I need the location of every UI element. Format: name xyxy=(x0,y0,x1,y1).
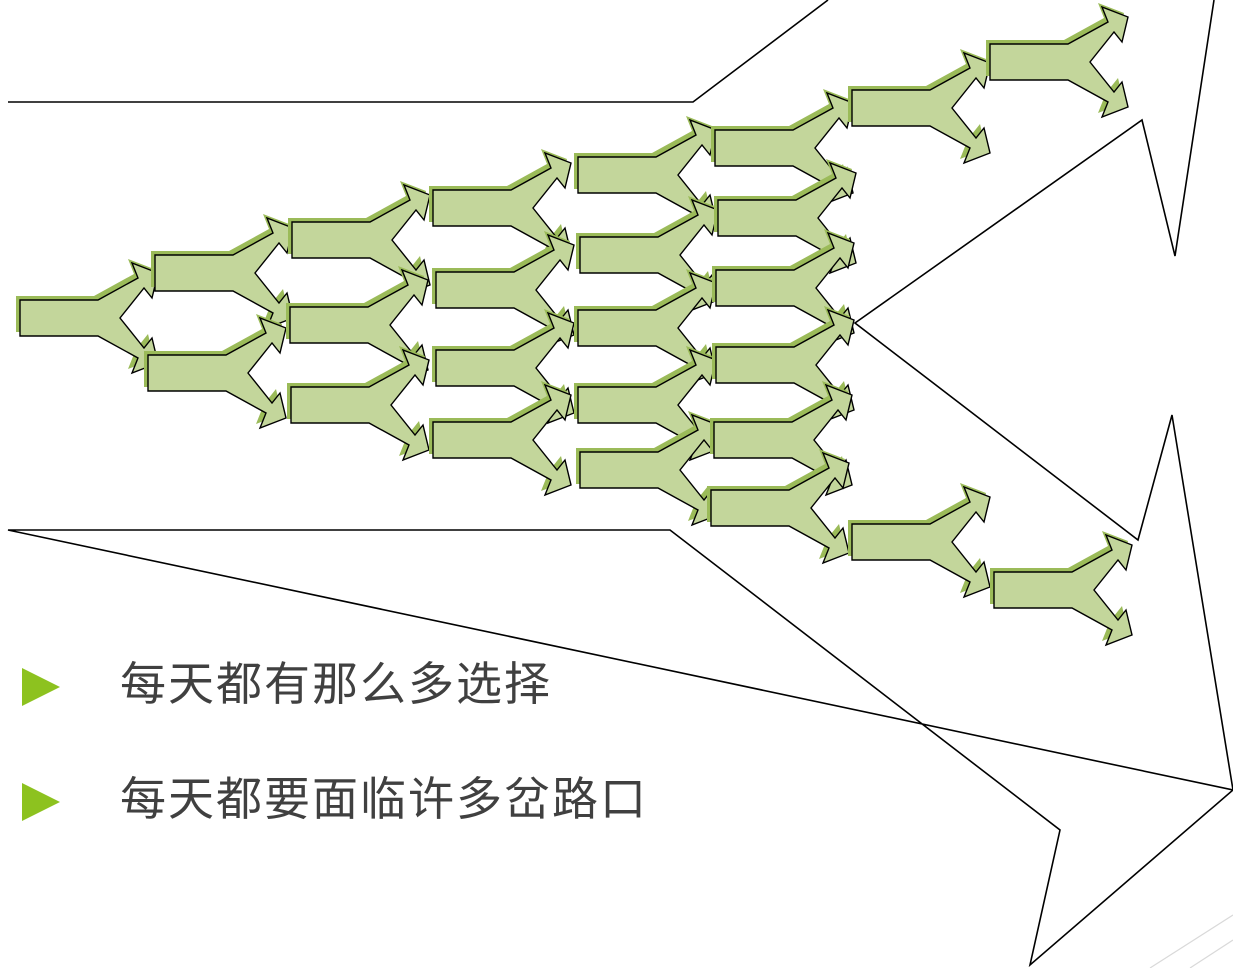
fork-arrow-icon xyxy=(711,89,854,205)
triangle-right-icon xyxy=(22,783,60,821)
fork-arrow-body xyxy=(993,533,1133,647)
fork-arrow-body xyxy=(289,268,429,382)
fork-arrow-body xyxy=(579,413,719,527)
fork-arrow-icon xyxy=(574,346,717,462)
bullet-text: 每天都要面临许多岔路口 xyxy=(120,772,648,826)
fork-arrow-body xyxy=(291,183,431,297)
fork-arrow-body xyxy=(715,231,855,345)
fork-arrow-icon xyxy=(576,196,719,312)
fork-arrow-body xyxy=(290,348,430,462)
fork-arrow-icon xyxy=(287,346,430,462)
fork-arrow-icon xyxy=(429,381,572,497)
fork-arrow-body xyxy=(579,198,719,312)
triangle-right-icon xyxy=(22,668,60,706)
fork-arrow-body xyxy=(19,261,159,375)
fork-arrow-body xyxy=(714,91,854,205)
fork-arrow-body xyxy=(577,118,717,232)
fork-arrow-icon xyxy=(848,483,991,599)
fork-arrow-icon xyxy=(151,214,294,330)
fork-arrow-icon xyxy=(986,3,1129,119)
fork-arrow-icon xyxy=(712,229,855,345)
fork-arrow-icon xyxy=(574,269,717,385)
fork-arrow-icon xyxy=(712,306,855,422)
fork-arrow-body xyxy=(851,51,991,165)
fork-arrow-icon xyxy=(432,309,575,425)
fork-arrow-icon xyxy=(429,149,572,265)
branching-arrows xyxy=(16,3,1133,647)
outline-frame-path xyxy=(7,0,1233,968)
fork-arrow-body xyxy=(577,271,717,385)
fork-arrow-body xyxy=(577,348,717,462)
fork-arrow-icon xyxy=(286,266,429,382)
outline-frame xyxy=(7,0,1233,968)
bullet-text: 每天都有那么多选择 xyxy=(120,657,552,711)
fork-arrow-icon xyxy=(990,531,1133,647)
fork-arrow-icon xyxy=(574,116,717,232)
fork-arrow-body xyxy=(715,308,855,422)
fork-arrow-icon xyxy=(707,449,850,565)
fork-arrow-body xyxy=(851,485,991,599)
fork-arrow-body xyxy=(147,316,287,430)
fork-arrow-icon xyxy=(144,314,287,430)
corner-accent xyxy=(1149,914,1233,968)
fork-arrow-body xyxy=(435,233,575,347)
fork-arrow-body xyxy=(435,311,575,425)
corner-accent-line xyxy=(1149,914,1233,968)
fork-arrow-body xyxy=(989,5,1129,119)
fork-arrow-body xyxy=(432,151,572,265)
fork-arrow-body xyxy=(154,216,294,330)
fork-arrow-icon xyxy=(576,411,719,527)
corner-accent-line xyxy=(1189,939,1233,968)
fork-arrow-body xyxy=(710,451,850,565)
fork-arrow-icon xyxy=(848,49,991,165)
fork-arrow-body xyxy=(432,383,572,497)
fork-arrow-icon xyxy=(16,259,159,375)
fork-arrow-icon xyxy=(432,231,575,347)
fork-arrow-icon xyxy=(288,181,431,297)
